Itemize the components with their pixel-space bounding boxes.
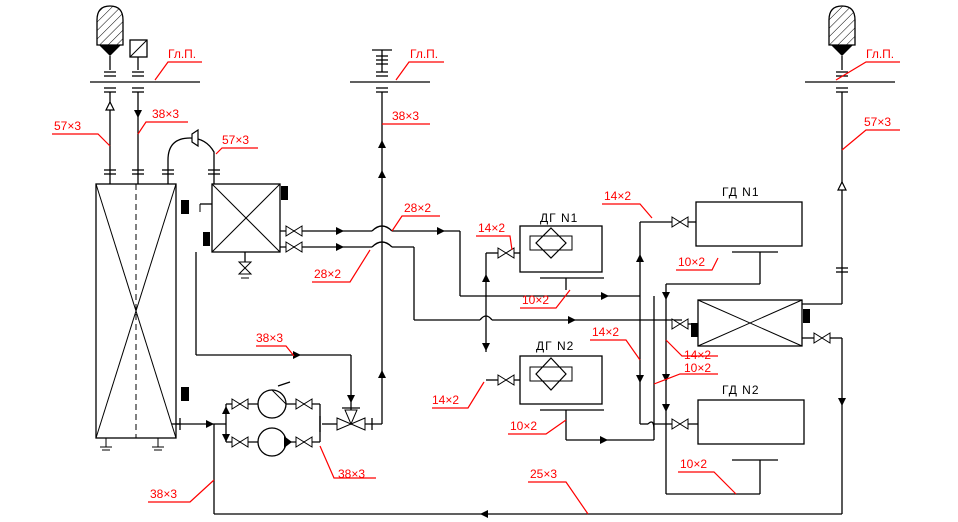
pipe-label: 14×2 [684,348,711,362]
tank-to-valve-line [195,252,382,432]
pump-station [172,381,321,514]
cooler-unit [671,92,848,514]
bottom-return-line [214,510,842,518]
pipe-label: 10×2 [684,361,711,375]
left-vent-filter [96,5,124,70]
center-vertical-pipe [378,92,386,424]
pipe-label: 10×2 [510,419,537,433]
pipe-label: 57×3 [864,115,891,129]
right-vent-filter [828,5,856,70]
pipe-label: 10×2 [680,457,707,471]
pipe-label: 14×2 [604,189,631,203]
label-leaders [52,61,900,515]
deck-label-right: Гл.П. [866,47,894,61]
deck-label-center: Гл.П. [410,47,438,61]
pipe-label: 28×2 [314,267,341,281]
pipe-label: 10×2 [678,255,705,269]
deck-label-left: Гл.П. [168,47,196,61]
pipe-label: 14×2 [432,393,459,407]
pipe-label: 57×3 [54,119,81,133]
pipe-label: 25×3 [530,467,557,481]
level-indicator-box [129,39,148,70]
dg2-unit [486,355,654,444]
pipe-label: 38×3 [152,107,179,121]
pipe-label: 14×2 [478,221,505,235]
gd2-label: ГД N2 [722,383,760,397]
dg1-unit [460,225,640,352]
pipe-label: 38×3 [256,331,283,345]
gd1-label: ГД N1 [722,185,760,199]
deck-lines [90,49,895,93]
gd-collectors [636,216,778,495]
gd2-unit [671,399,805,445]
main-tank [95,183,189,451]
pipe-label: 14×2 [592,325,619,339]
separator-unit [199,183,288,279]
dg1-label: ДГ N1 [540,211,578,225]
gd1-unit [695,201,803,247]
pipe-label: 38×3 [392,109,419,123]
pipe-label: 38×3 [150,487,177,501]
middle-line [414,315,682,324]
pipe-label: 10×2 [522,293,549,307]
dg2-label: ДГ N2 [536,339,574,353]
pipe-label: 57×3 [222,133,249,147]
pipe-label: 38×3 [338,467,365,481]
tank-vent-pipes [104,92,220,184]
separator-outlets [280,225,461,320]
pipe-label: 28×2 [404,201,431,215]
